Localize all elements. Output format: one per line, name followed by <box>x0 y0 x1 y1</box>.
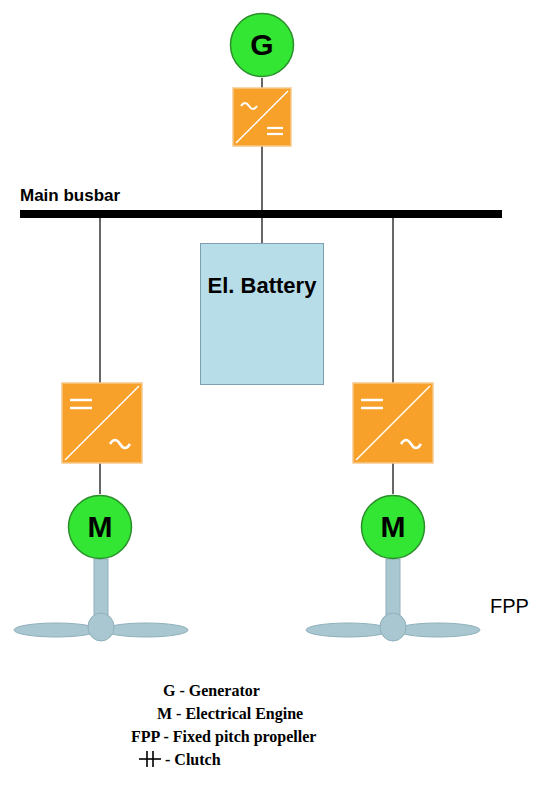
dc-ac-converter <box>62 383 142 463</box>
legend-line: FPP - Fixed pitch propeller <box>131 729 316 745</box>
busbar-bar <box>20 210 502 218</box>
motor-circle: M <box>67 494 133 560</box>
propeller-label: FPP <box>490 596 529 616</box>
legend-line: M - Electrical Engine <box>157 706 303 722</box>
node-label: M <box>88 512 113 542</box>
node-label: El. Battery <box>208 270 317 302</box>
legend-line: G - Generator <box>163 683 260 699</box>
main-busbar: Main busbar <box>20 187 502 218</box>
motor-circle: M <box>360 494 426 560</box>
legend-line: - Clutch <box>165 752 221 768</box>
node-label: M <box>381 512 406 542</box>
generator-circle: G <box>229 12 295 78</box>
power-line <box>261 218 262 243</box>
busbar-label: Main busbar <box>20 187 120 204</box>
fixed-pitch-propeller <box>306 559 480 641</box>
node-label: G <box>250 30 273 60</box>
clutch-symbol <box>139 751 161 767</box>
battery-box: El. Battery <box>200 243 325 385</box>
ac-dc-converter <box>233 88 291 146</box>
dc-ac-converter <box>353 383 433 463</box>
fixed-pitch-propeller <box>14 559 188 641</box>
